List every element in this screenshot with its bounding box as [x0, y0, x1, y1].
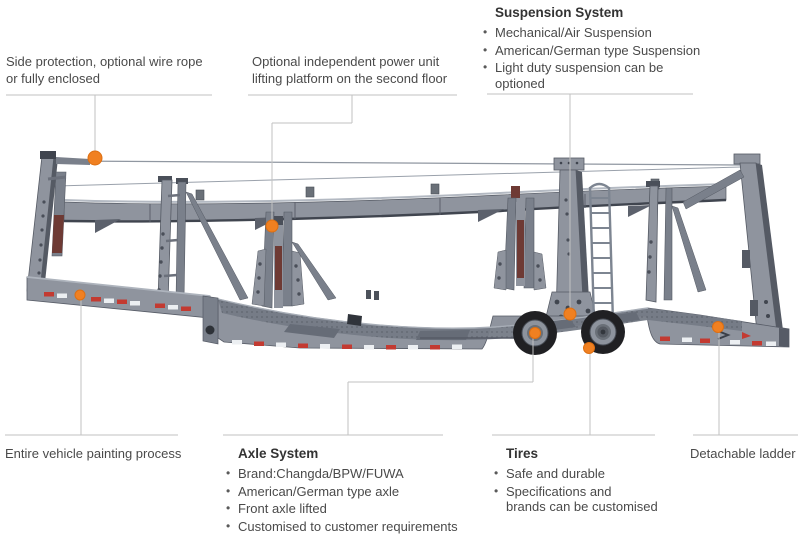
callout-title: Tires [506, 446, 539, 461]
front-mid-posts [157, 176, 249, 303]
marker-side-protection [87, 150, 103, 166]
rear-tall-post [543, 157, 599, 326]
callout-axle-system: Axle System • Brand:Changda/BPW/FUWA • A… [226, 445, 476, 534]
callout-label: lifting platform on the second floor [252, 71, 448, 86]
bullet-text: Safe and durable [506, 466, 606, 481]
callout-power-unit: Optional independent power unit lifting … [252, 53, 482, 87]
hydraulic-cylinder [52, 215, 64, 253]
rear-slant-post [682, 153, 784, 343]
marker-power-unit [265, 219, 279, 233]
bullet-text: Light duty suspension can be optioned [495, 60, 664, 91]
callout-title: Axle System [238, 446, 319, 461]
callout-label: Entire vehicle painting process [5, 446, 182, 461]
bullet-item: • American/German type Suspension [483, 43, 718, 59]
bullet-dot: • [483, 42, 488, 57]
bullet-dot: • [226, 466, 231, 480]
bullet-text: American/German type axle [238, 483, 400, 499]
bullet-dot: • [494, 483, 499, 498]
marker-painting [74, 289, 86, 301]
marker-ladder [712, 321, 724, 333]
rear-mid-posts [645, 181, 707, 303]
bullet-text: Mechanical/Air Suspension [495, 25, 652, 40]
stake-pocket [305, 186, 315, 198]
diagonal-brace [682, 169, 745, 210]
callout-label: Optional independent power unit [252, 54, 440, 69]
callout-label: Detachable ladder [690, 446, 796, 461]
callout-detachable-ladder: Detachable ladder [690, 445, 800, 462]
callout-markers [74, 150, 724, 354]
bullet-item: • American/German type axle [226, 484, 476, 500]
hydraulic-cylinder [275, 246, 282, 290]
callout-lines [5, 93, 798, 436]
bullet-item: • Light duty suspension can be optioned [483, 60, 718, 91]
bullet-dot: • [226, 518, 231, 533]
bullet-text: American/German type Suspension [495, 42, 701, 58]
rear-chevron [717, 330, 731, 340]
bullet-item: • Customised to customer requirements [226, 519, 476, 535]
bullet-item: • Specifications and brands can be custo… [494, 484, 684, 515]
callout-suspension-system: Suspension System • Mechanical/Air Suspe… [483, 4, 718, 91]
diagonal-brace [185, 191, 249, 301]
bullet-text: Specifications and brands can be customi… [506, 483, 658, 515]
bullet-text: Brand:Changda/BPW/FUWA [238, 466, 404, 481]
bullet-item: • Mechanical/Air Suspension [483, 25, 718, 41]
access-ladder [588, 182, 615, 323]
hydraulic-post-front [251, 211, 337, 309]
bullet-dot: • [483, 60, 488, 74]
lower-deck [26, 276, 790, 350]
bullet-dot: • [226, 501, 231, 515]
bullet-dot: • [226, 483, 231, 498]
diagonal-brace [291, 241, 337, 301]
bullet-dot: • [483, 25, 488, 39]
callout-side-protection: Side protection, optional wire rope or f… [6, 53, 246, 87]
diagonal-brace [671, 205, 707, 293]
bullet-item: • Safe and durable [494, 466, 684, 482]
hydraulic-post-rear [493, 186, 547, 291]
bullet-dot: • [494, 466, 499, 480]
callout-title: Suspension System [495, 5, 624, 20]
callout-tires: Tires • Safe and durable • Specification… [494, 445, 684, 515]
bullet-item: • Brand:Changda/BPW/FUWA [226, 466, 476, 482]
callout-painting: Entire vehicle painting process [5, 445, 225, 462]
wire-ropes [55, 160, 742, 187]
marker-tires [583, 342, 595, 354]
hydraulic-cylinder [517, 220, 524, 278]
deck-floor [218, 299, 742, 341]
callout-label: or fully enclosed [6, 71, 100, 86]
marker-axle [529, 327, 541, 339]
callout-label: Side protection, optional wire rope [6, 54, 203, 69]
bullet-text: Customised to customer requirements [238, 518, 458, 534]
bullet-text: Front axle lifted [238, 501, 327, 516]
stake-pocket [195, 189, 205, 201]
marker-suspension [563, 307, 577, 321]
bullet-item: • Front axle lifted [226, 501, 476, 517]
stake-pocket [430, 183, 440, 195]
reflector-strips [44, 292, 776, 350]
step-hole [205, 325, 215, 335]
